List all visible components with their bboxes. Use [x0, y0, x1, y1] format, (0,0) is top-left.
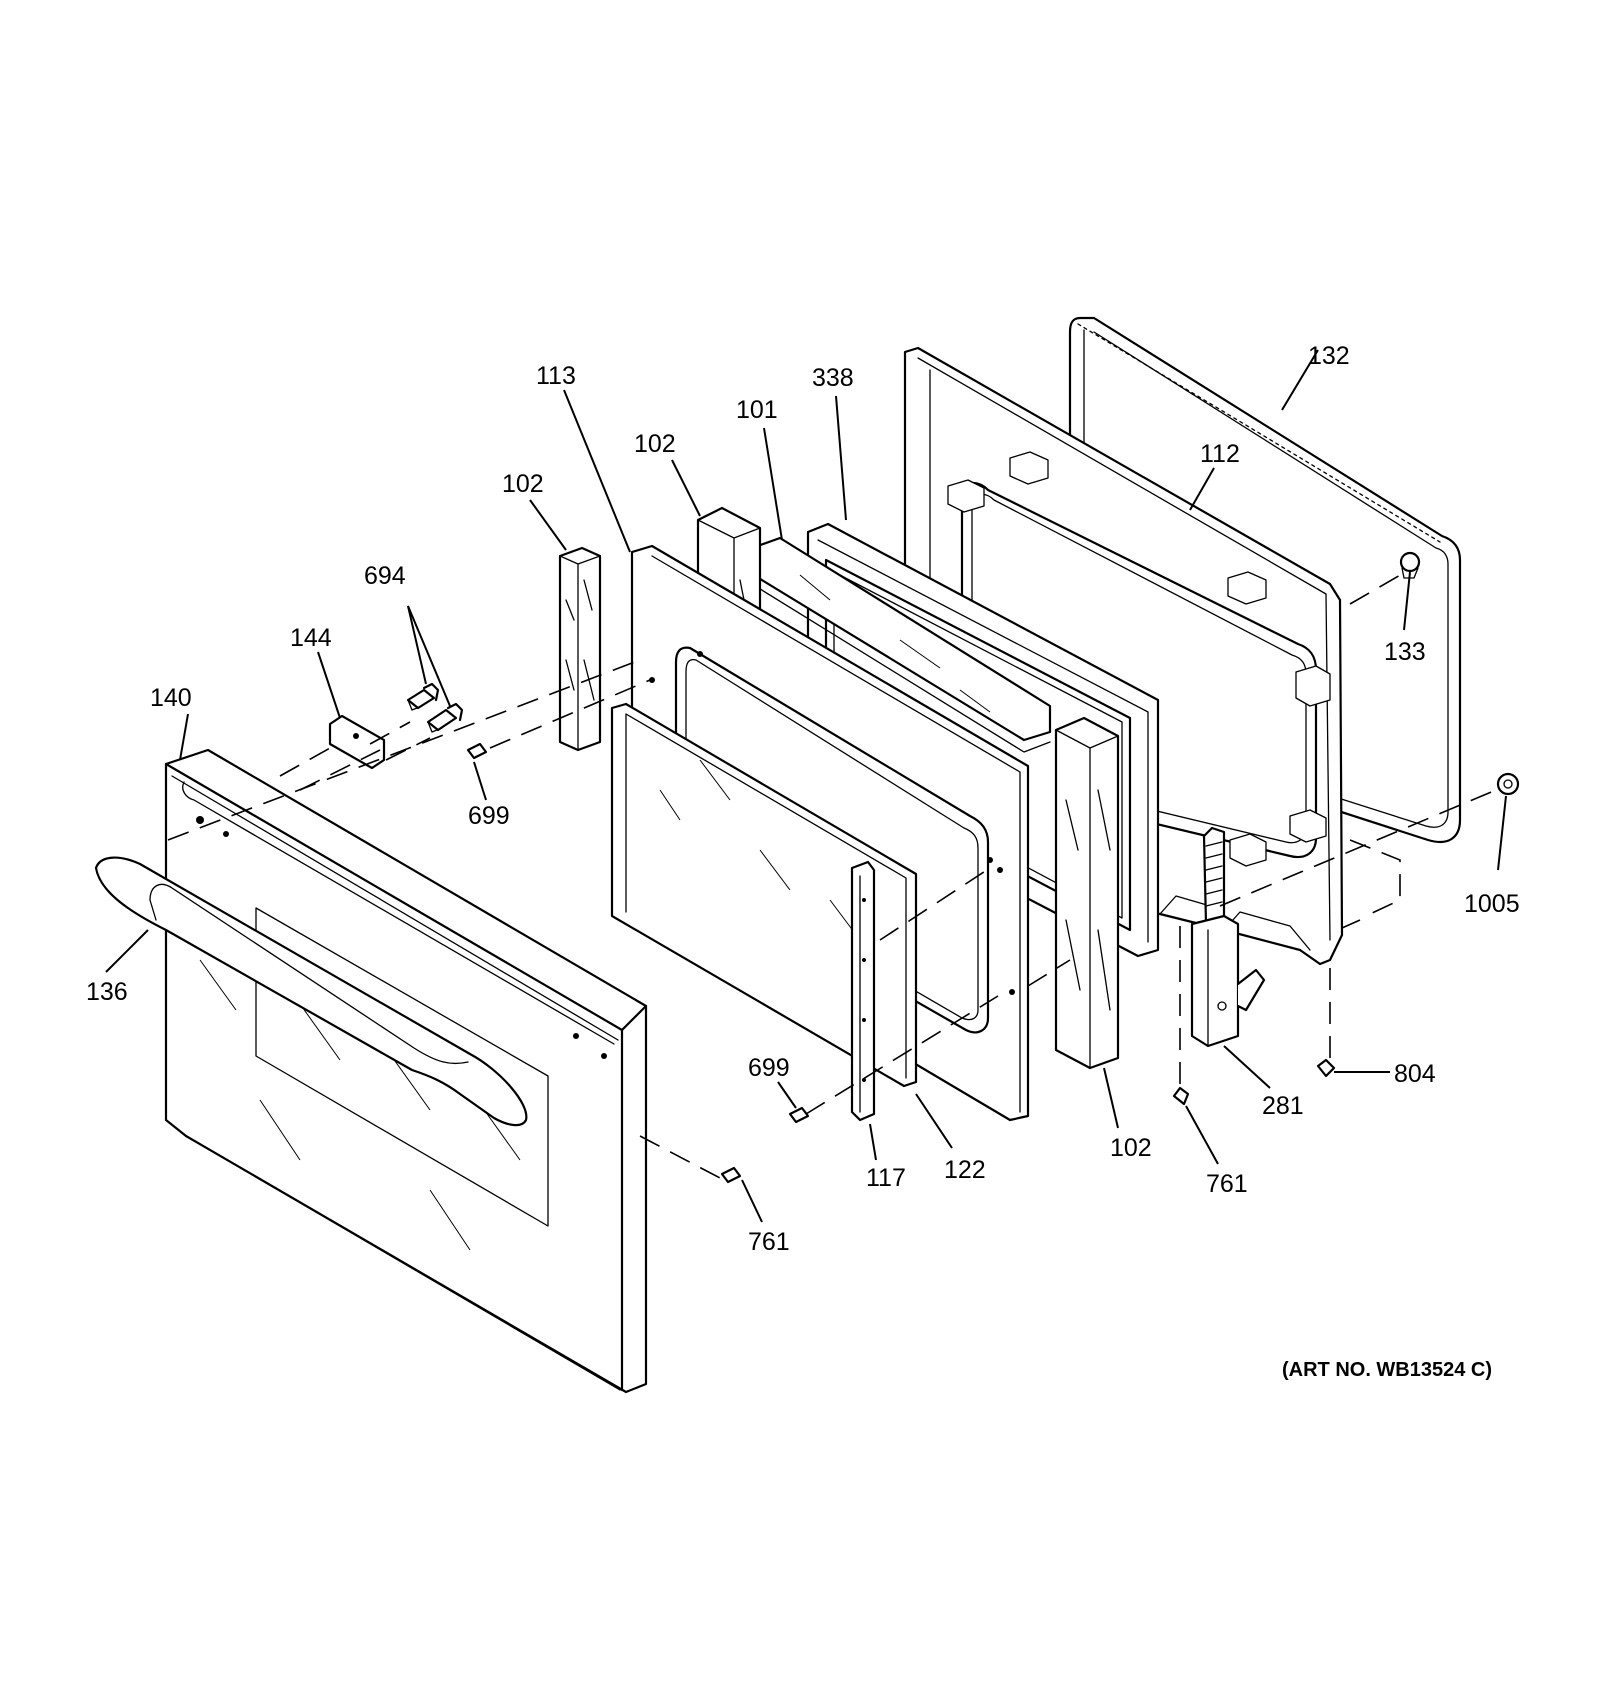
- screw-694-b: [426, 702, 464, 733]
- label-761-right: 761: [1206, 1170, 1248, 1198]
- label-132: 132: [1308, 342, 1350, 370]
- door-handle-136: [94, 856, 528, 1127]
- label-694: 694: [364, 562, 406, 590]
- label-804: 804: [1394, 1060, 1436, 1088]
- screw-804: [1316, 1058, 1336, 1078]
- label-140: 140: [150, 684, 192, 712]
- label-761-left: 761: [748, 1228, 790, 1256]
- label-102-left: 102: [502, 470, 544, 498]
- label-338: 338: [812, 364, 854, 392]
- screw-1005: [1496, 772, 1520, 796]
- label-102-right: 102: [1110, 1134, 1152, 1162]
- label-133: 133: [1384, 638, 1426, 666]
- label-144: 144: [290, 624, 332, 652]
- label-699-left: 699: [468, 802, 510, 830]
- insulation-block-102-left: [558, 546, 602, 752]
- screw-694-a: [406, 682, 440, 711]
- screw-699-b: [788, 1106, 810, 1124]
- label-122: 122: [944, 1156, 986, 1184]
- bumper-133: [1399, 551, 1421, 579]
- label-699-middle: 699: [748, 1054, 790, 1082]
- label-117: 117: [866, 1164, 906, 1192]
- hinge-281: [1190, 826, 1266, 1048]
- assembly-lines: [167, 573, 1497, 1179]
- label-1005: 1005: [1464, 890, 1520, 918]
- screw-699-a: [466, 742, 488, 760]
- leader-lines: [105, 349, 1507, 1223]
- callout-labels: 113 102 102 101 338 132 112 133 694 144 …: [86, 342, 1520, 1256]
- label-101: 101: [736, 396, 778, 424]
- label-281: 281: [1262, 1092, 1304, 1120]
- screw-761-a: [720, 1166, 742, 1184]
- label-102-middle: 102: [634, 430, 676, 458]
- outer-glass-122: [610, 702, 918, 1088]
- label-113: 113: [536, 362, 576, 390]
- screw-761-b: [1172, 1086, 1190, 1106]
- label-136: 136: [86, 978, 128, 1006]
- insulation-block-102-right: [1054, 716, 1120, 1070]
- label-112: 112: [1200, 440, 1240, 468]
- outer-door-panel-140: [164, 748, 648, 1394]
- hinge-channel-117: [850, 860, 876, 1122]
- art-number: (ART NO. WB13524 C): [1282, 1359, 1492, 1381]
